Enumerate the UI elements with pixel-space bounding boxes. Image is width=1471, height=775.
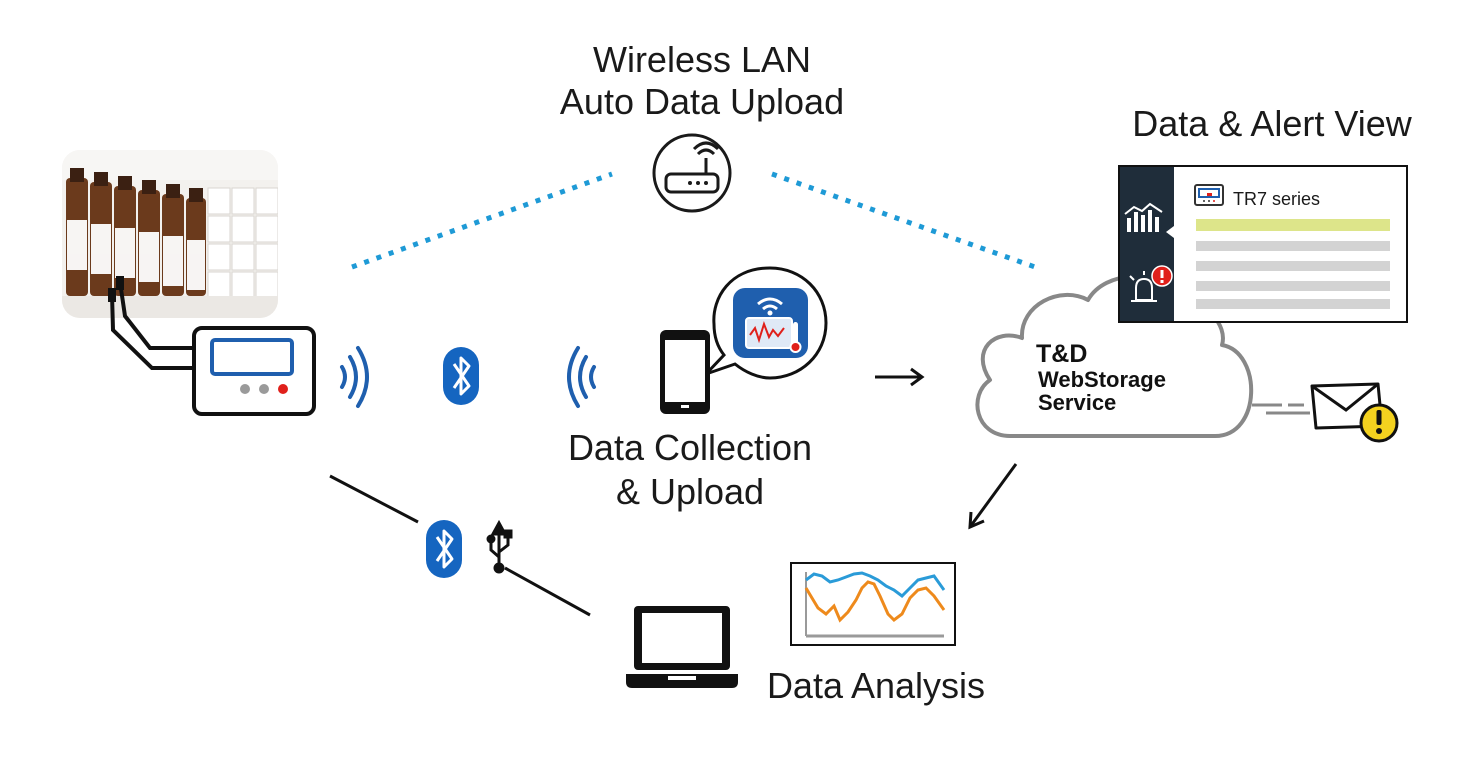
upload-label: & Upload [615, 471, 765, 512]
alarm-icon [1129, 265, 1173, 302]
data-analysis-label: Data Analysis [766, 665, 986, 706]
bluetooth-icon [443, 347, 479, 405]
sensor-cables [110, 281, 196, 370]
cloud-text-line1: T&D [1036, 340, 1087, 368]
wireless-lan-label: Wireless LAN [592, 39, 812, 80]
cloud-text-line2: WebStorage [1038, 367, 1166, 392]
signal-waves-outgoing [340, 346, 369, 408]
viewer-device-label: TR7 series [1233, 189, 1320, 209]
chart-series-blue [805, 571, 946, 598]
bottles-photo [62, 150, 278, 318]
data-logger-icon [192, 326, 316, 416]
analysis-chart [790, 562, 956, 646]
download-arrow [968, 463, 1018, 530]
signal-waves-incoming [567, 346, 596, 408]
graph-icon [1124, 202, 1163, 232]
upload-arrow [875, 367, 925, 387]
router-icon [652, 133, 732, 213]
pc-connection-line [329, 474, 591, 617]
viewer-panel [1118, 165, 1408, 323]
app-icon [733, 288, 808, 358]
smartphone-icon [660, 330, 710, 414]
email-alert-icon [1252, 382, 1399, 443]
chart-series-orange [804, 580, 946, 623]
data-collection-label: Data Collection [567, 427, 813, 468]
tr7-device-icon [1194, 184, 1224, 206]
usb-icon [486, 519, 513, 574]
cloud-text-line3: Service [1038, 390, 1116, 415]
laptop-icon [626, 606, 738, 688]
data-alert-view-label: Data & Alert View [1132, 103, 1412, 144]
bluetooth-icon-pc [426, 520, 462, 578]
auto-upload-label: Auto Data Upload [559, 81, 845, 122]
